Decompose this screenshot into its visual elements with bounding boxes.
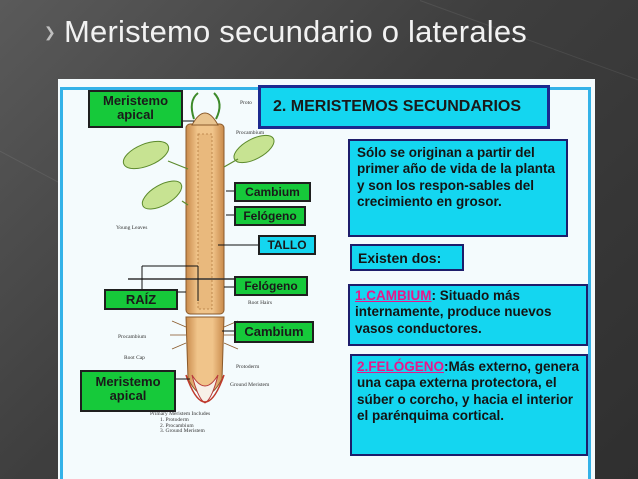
meristemo-apical-top-text: Meristemo apical [102,93,169,123]
stem-apex [191,112,219,126]
leaf [122,140,170,170]
felogeno-text: :Más externo, genera una capa externa pr… [357,359,580,424]
meristemo-apical-bottom-text: Meristemo apical [95,374,161,404]
legend-item: 2. Procambium [160,422,194,429]
primary-meristem-legend: Primary Meristem Includes 1. Protoderm 2… [150,411,211,435]
felogeno-box: 2.FELÓGENO:Más externo, genera una capa … [350,354,588,456]
figure-panel: Proto Procambium Young Leaves Root Hairs… [58,79,595,479]
existen-dos-box: Existen dos: [350,244,464,271]
procambium-top-label: Procambium [236,130,265,136]
title-bullet-icon: ❯ [44,24,56,40]
young-leaves-label: Young Leaves [116,225,148,231]
root-cap [185,374,225,403]
plant-diagram [122,92,288,404]
stem-core [197,133,213,310]
meristemo-apical-top-label: Meristemo apical [88,90,183,128]
leaf [141,180,183,210]
root-cap-label: Root Cap [124,355,145,361]
felogeno-top-label: Felógeno [234,206,306,226]
cambium-top-label: Cambium [234,182,311,202]
slide-title: Meristemo secundario o laterales [64,14,527,49]
cambium-term: 1.CAMBIUM [355,288,432,303]
intro-text: Sólo se originan a partir del primer año… [357,145,556,210]
meristemo-apical-bottom-label: Meristemo apical [80,370,176,412]
section-title: 2. MERISTEMOS SECUNDARIOS [258,85,550,129]
legend-title: Primary Meristem Includes [150,411,211,417]
felogeno-bottom-label: Felógeno [234,276,308,296]
raiz-label: RAÍZ [104,289,178,310]
leaf [233,134,275,164]
felogeno-term: 2.FELÓGENO [357,359,445,374]
legend-item: 1. Protoderm [160,416,189,423]
intro-box: Sólo se originan a partir del primer año… [348,139,568,237]
cambium-bottom-label: Cambium [234,321,314,343]
root-tip [191,374,219,404]
tallo-label: TALLO [258,235,316,255]
cambium-box: 1.CAMBIUM: Situado más internamente, pro… [348,284,588,346]
protoderm-bottom-label: Protoderm [236,364,260,370]
existen-dos-text: Existen dos: [358,250,442,266]
root-hairs-label: Root Hairs [248,300,272,306]
legend-item: 3. Ground Meristem [160,428,205,435]
protoderm-top-label: Proto [240,100,252,106]
root-shape [185,316,225,396]
procambium-bottom-label: Procambium [118,334,147,340]
cambium-text: : Situado más internamente, produce nuev… [355,288,552,336]
ground-meristem-label: Ground Meristem [230,382,270,388]
